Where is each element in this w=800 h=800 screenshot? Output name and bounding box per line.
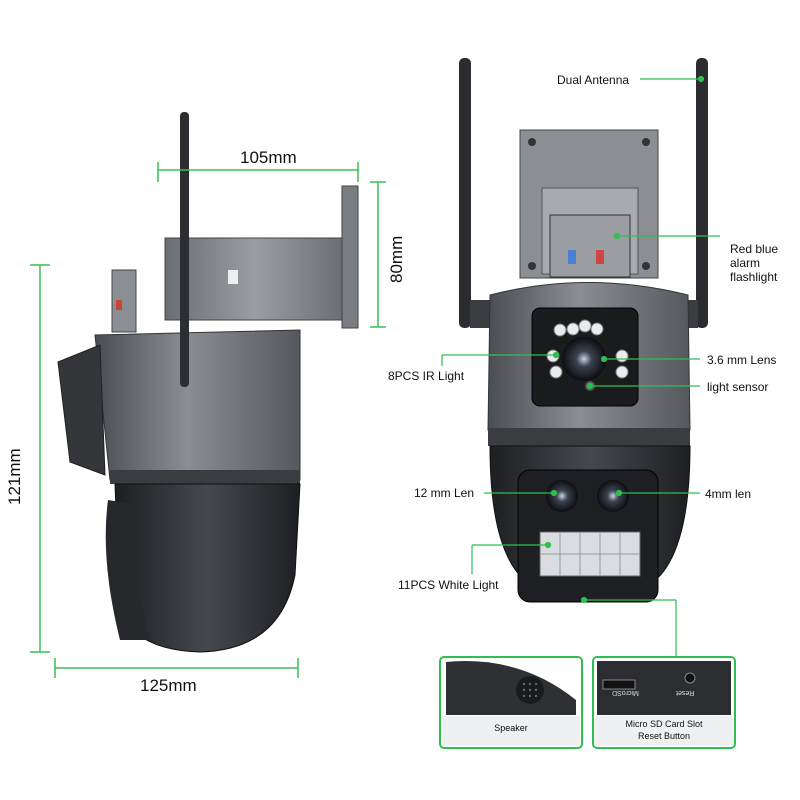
callout-dual-antenna: Dual Antenna [557, 73, 630, 87]
callout-lens-36: 3.6 mm Lens [707, 353, 777, 367]
callout-ir-light: 8PCS IR Light [388, 369, 465, 383]
callout-lens-12: 12 mm Len [414, 486, 475, 500]
callout-white-light: 11PCS White Light [398, 578, 499, 592]
sd-slot-caption-line2: Reset Button [637, 731, 691, 741]
speaker-caption: Speaker [494, 723, 528, 733]
sd-slot-caption-line1: Micro SD Card Slot [625, 719, 703, 729]
speaker-inset [439, 656, 583, 749]
slot-print-text: MicroSD [612, 689, 639, 696]
front-view-camera [459, 58, 708, 603]
dimension-height-total: 121mm [5, 448, 24, 505]
callout-light-sensor: light sensor [707, 380, 769, 394]
callout-lines [441, 75, 720, 658]
dimension-width-bottom: 125mm [140, 676, 197, 695]
dimension-lines [30, 162, 386, 678]
dimension-height-mount: 80mm [387, 235, 406, 283]
callout-red-blue-alarm: Red blue alarm flashlight [730, 242, 779, 284]
sd-slot-inset [592, 656, 736, 749]
callout-lens-4: 4mm len [705, 487, 752, 501]
reset-print-text: Reset [676, 689, 695, 696]
dimension-width-top: 105mm [240, 148, 297, 167]
side-view-camera [57, 112, 359, 653]
